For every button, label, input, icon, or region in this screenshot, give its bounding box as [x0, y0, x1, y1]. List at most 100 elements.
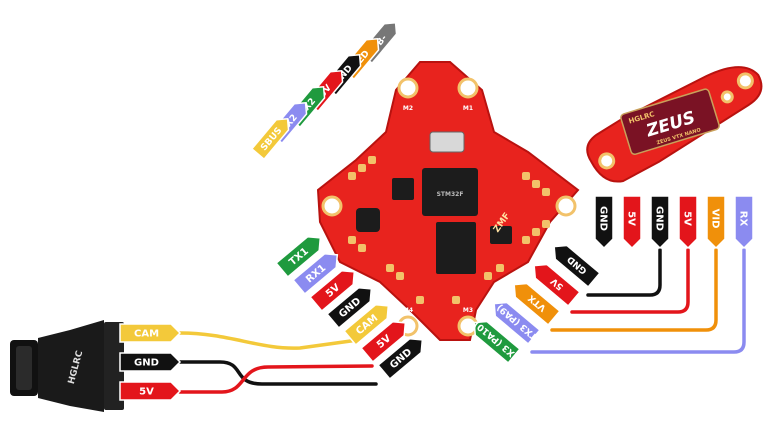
motor-hole-m2 — [397, 77, 419, 99]
camera-pin-tag-2-shape — [119, 381, 182, 401]
pad-tag-bottom-right-1: 5V — [533, 263, 581, 307]
mcu-chip — [422, 168, 478, 216]
usb-port — [429, 131, 465, 153]
pad-tag-left-1: RX1 — [292, 252, 339, 295]
vtx-pin-tag-1: 5V — [622, 195, 642, 250]
vtx-hole-right-2 — [720, 90, 734, 104]
board-solder-pads — [348, 156, 550, 304]
solder-pad — [452, 296, 460, 304]
solder-pad — [522, 236, 530, 244]
vtx-pin-tag-0-label: GND — [597, 206, 608, 231]
pad-tag-left-3-shape — [326, 286, 373, 329]
pad-tag-bottom-right-1-shape — [533, 263, 581, 307]
tags-camera: CAM GND 5V — [119, 323, 182, 401]
solder-pad — [348, 172, 356, 180]
solder-pad — [542, 188, 550, 196]
vtx-pin-tag-1-shape — [622, 195, 642, 250]
camera-pin-tag-1-label: GND — [134, 358, 159, 369]
motor-label-m3: M3 — [463, 307, 473, 314]
camera-pin-tag-2-label: 5V — [139, 387, 154, 398]
vtx-pin-tag-5: RX — [734, 195, 754, 250]
vtx-pin-tag-3-shape — [678, 195, 698, 250]
pad-tag-bottom-right-0: GND — [553, 244, 601, 288]
vtx-pin-tag-0: GND — [594, 195, 614, 250]
vtx-pin-tag-5-label: RX — [737, 211, 748, 227]
esc-chip — [436, 222, 476, 274]
solder-pad — [348, 236, 356, 244]
solder-pad — [396, 272, 404, 280]
motor-hole-m1 — [457, 77, 479, 99]
wire-vtx-video — [550, 248, 718, 332]
camera-connector — [104, 322, 124, 410]
solder-pad — [532, 180, 540, 188]
camera-pin-tag-0: CAM — [119, 323, 182, 343]
vtx-pin-tag-2: GND — [650, 195, 670, 250]
gyro-chip — [392, 178, 414, 200]
solder-pad — [522, 172, 530, 180]
motor-label-m4: M4 — [403, 307, 413, 314]
solder-pad — [484, 272, 492, 280]
wires — [178, 248, 746, 394]
wire-cam-gnd — [178, 360, 378, 386]
mcu-chip-label: STM32F — [437, 191, 464, 198]
pad-tag-left-6-shape — [377, 337, 424, 380]
pad-tag-left-0: TX1 — [275, 235, 322, 278]
vtx-board: HGLRC ZEUS ZEUS VTX NANO — [586, 66, 763, 183]
camera-pin-tag-2: 5V — [119, 381, 182, 401]
vtx-pin-tag-5-shape — [734, 195, 754, 250]
mount-hole-left — [321, 195, 343, 217]
vtx-pin-tag-4-shape — [706, 195, 726, 250]
regulator-chip — [490, 226, 512, 244]
vtx-hole-left — [598, 152, 616, 170]
pad-tag-bottom-right-4-shape — [473, 320, 521, 364]
pad-tag-left-5: 5V — [360, 320, 407, 363]
mount-hole-right — [555, 195, 577, 217]
solder-pad — [542, 220, 550, 228]
solder-pad — [358, 244, 366, 252]
camera-lens-ring — [16, 346, 32, 390]
vtx-pin-tag-2-label: GND — [653, 206, 664, 231]
vtx-pin-tag-3: 5V — [678, 195, 698, 250]
pad-tag-left-0-shape — [275, 235, 322, 278]
vtx-hole-right — [736, 72, 754, 90]
solder-pad — [496, 264, 504, 272]
solder-pad — [386, 264, 394, 272]
pad-tag-bottom-right-2-shape — [513, 282, 561, 326]
solder-pad — [416, 296, 424, 304]
camera-pin-tag-1: GND — [119, 352, 182, 372]
tags-vtx: GND 5V GND 5V VID RX — [594, 195, 754, 250]
solder-pad — [358, 164, 366, 172]
pad-tag-left-3: GND — [326, 286, 373, 329]
fpv-camera: HGLRC — [10, 320, 124, 412]
pad-tag-left-4-shape — [343, 303, 390, 346]
camera-pin-tag-0-label: CAM — [134, 329, 159, 340]
pad-tag-bottom-right-2: VTX — [513, 282, 561, 326]
pad-tag-left-1-shape — [292, 252, 339, 295]
flight-controller-board: STM32F ZMF M1 M2 M3 M4 — [316, 61, 580, 341]
motor-label-m1: M1 — [463, 105, 473, 112]
camera-body — [38, 320, 104, 412]
wire-vtx-rx — [530, 248, 746, 354]
solder-pad — [368, 156, 376, 164]
pad-tag-bottom-right-0-shape — [553, 244, 601, 288]
vtx-pin-tag-2-shape — [650, 195, 670, 250]
vtx-pin-tag-0-shape — [594, 195, 614, 250]
wire-vtx-gnd — [586, 248, 662, 297]
wire-vtx-5v — [570, 248, 690, 314]
wire-cam-5v — [178, 364, 374, 394]
motor-label-m2: M2 — [403, 105, 413, 112]
pad-tag-bottom-right-3-shape — [493, 301, 541, 345]
pad-tag-left-2: 5V — [309, 269, 356, 312]
vtx-pin-tag-4: VID — [706, 195, 726, 250]
pad-tag-left-5-shape — [360, 320, 407, 363]
vtx-pin-tag-3-label: 5V — [681, 211, 692, 226]
vtx-pin-tag-4-label: VID — [709, 209, 720, 229]
pad-tag-left-2-shape — [309, 269, 356, 312]
camera-pin-tag-1-shape — [119, 352, 182, 372]
pad-tag-top-left-6-shape — [250, 117, 290, 161]
solder-pad — [532, 228, 540, 236]
vtx-sticker — [620, 88, 720, 155]
inductor — [356, 208, 380, 232]
